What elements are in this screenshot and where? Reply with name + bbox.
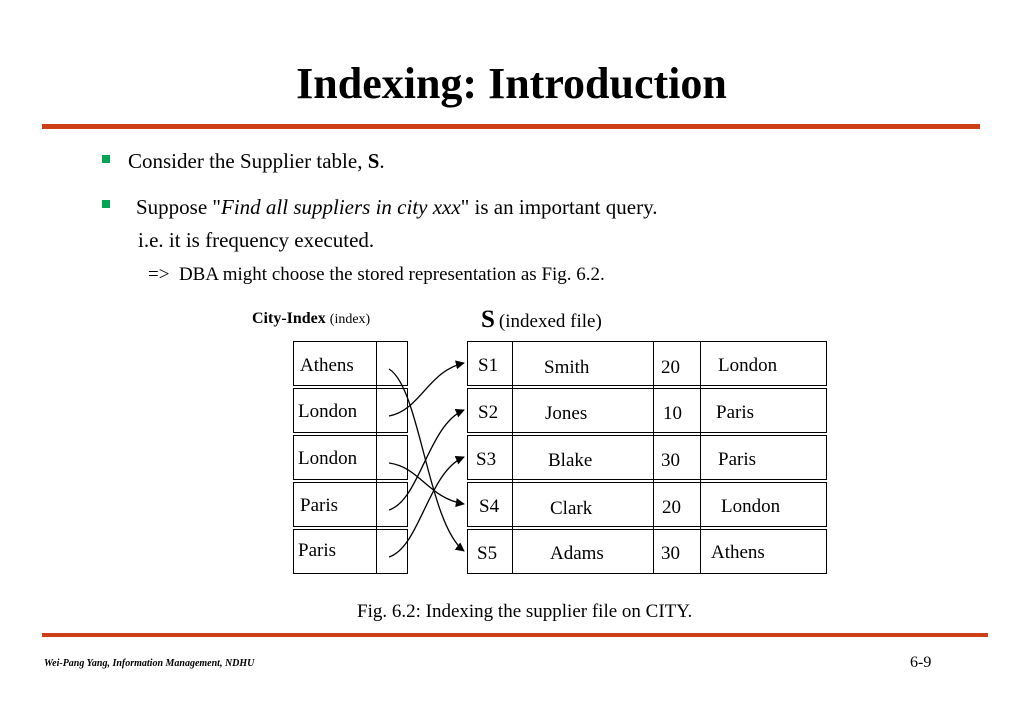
file-divider <box>700 341 701 574</box>
file-divider <box>653 341 654 574</box>
bullet-1-bold: S <box>367 149 380 173</box>
file-status: 20 <box>661 357 680 378</box>
file-sno: S2 <box>478 402 499 423</box>
sub-point-arrow: => <box>148 264 170 285</box>
pointer-arrow <box>388 368 465 552</box>
file-row <box>467 482 827 527</box>
file-city: Paris <box>716 402 754 423</box>
index-row <box>293 388 408 433</box>
file-status: 30 <box>661 450 680 471</box>
file-status: 20 <box>662 497 681 518</box>
index-caption-note: (index) <box>329 312 371 327</box>
sub-point: => DBA might choose the stored represent… <box>148 263 605 287</box>
file-row <box>467 435 827 480</box>
bullet-1-end: . <box>379 149 385 173</box>
file-sno: S1 <box>478 355 499 376</box>
bullet-1: Consider the Supplier table, S. <box>128 148 385 174</box>
sub-point-text: DBA might choose the stored representati… <box>178 264 605 285</box>
file-city: London <box>718 355 778 376</box>
index-row <box>293 341 408 386</box>
footer-author: Wei-Pang Yang, Information Management, N… <box>44 658 255 669</box>
file-status: 10 <box>663 403 682 424</box>
pointer-arrow <box>388 462 465 508</box>
file-row <box>467 529 827 574</box>
index-city: London <box>298 401 358 422</box>
pointer-arrow <box>388 408 465 511</box>
bullet-2: Suppose "Find all suppliers in city xxx"… <box>136 194 657 220</box>
file-caption: S (indexed file) <box>481 306 602 334</box>
bullet-square-icon <box>102 155 110 163</box>
index-caption-title: City-Index <box>252 310 326 327</box>
index-row <box>293 435 408 480</box>
bullet-2-end: " is an important query. <box>460 195 658 219</box>
bottom-rule <box>42 633 988 637</box>
index-divider <box>376 341 377 574</box>
file-city: Paris <box>718 449 756 470</box>
top-rule <box>42 124 980 129</box>
index-city: Paris <box>298 540 336 561</box>
file-name: Blake <box>548 450 593 471</box>
file-row <box>467 341 827 386</box>
footer-page-number: 6-9 <box>910 654 932 671</box>
bullet-2-italic: Find all suppliers in city xxx <box>221 195 461 219</box>
pointer-arrow <box>388 360 465 417</box>
figure-caption: Fig. 6.2: Indexing the supplier file on … <box>357 601 693 622</box>
index-city: London <box>298 448 358 469</box>
index-row <box>293 482 408 527</box>
bullet-square-icon <box>102 200 110 208</box>
index-caption: City-Index (index) <box>252 310 370 328</box>
file-name: Clark <box>550 498 593 519</box>
file-name: Adams <box>550 543 604 564</box>
file-divider <box>512 341 513 574</box>
file-name: Smith <box>544 357 590 378</box>
file-sno: S3 <box>476 449 497 470</box>
file-city: Athens <box>711 542 765 563</box>
pointer-arrow <box>388 455 465 558</box>
bullet-2-continuation: i.e. it is frequency executed. <box>138 228 375 252</box>
index-row <box>293 529 408 574</box>
bullet-2-text: Suppose " <box>136 195 221 219</box>
bullet-1-text: Consider the Supplier table, <box>128 149 368 173</box>
file-row <box>467 388 827 433</box>
file-status: 30 <box>661 543 680 564</box>
file-sno: S5 <box>477 543 498 564</box>
index-city: Athens <box>300 355 354 376</box>
file-sno: S4 <box>479 496 500 517</box>
file-caption-title: S <box>481 306 495 333</box>
file-name: Jones <box>545 403 588 424</box>
file-caption-note: (indexed file) <box>498 311 602 332</box>
index-city: Paris <box>300 495 338 516</box>
file-city: London <box>721 496 781 517</box>
slide-title: Indexing: Introduction <box>296 59 727 108</box>
